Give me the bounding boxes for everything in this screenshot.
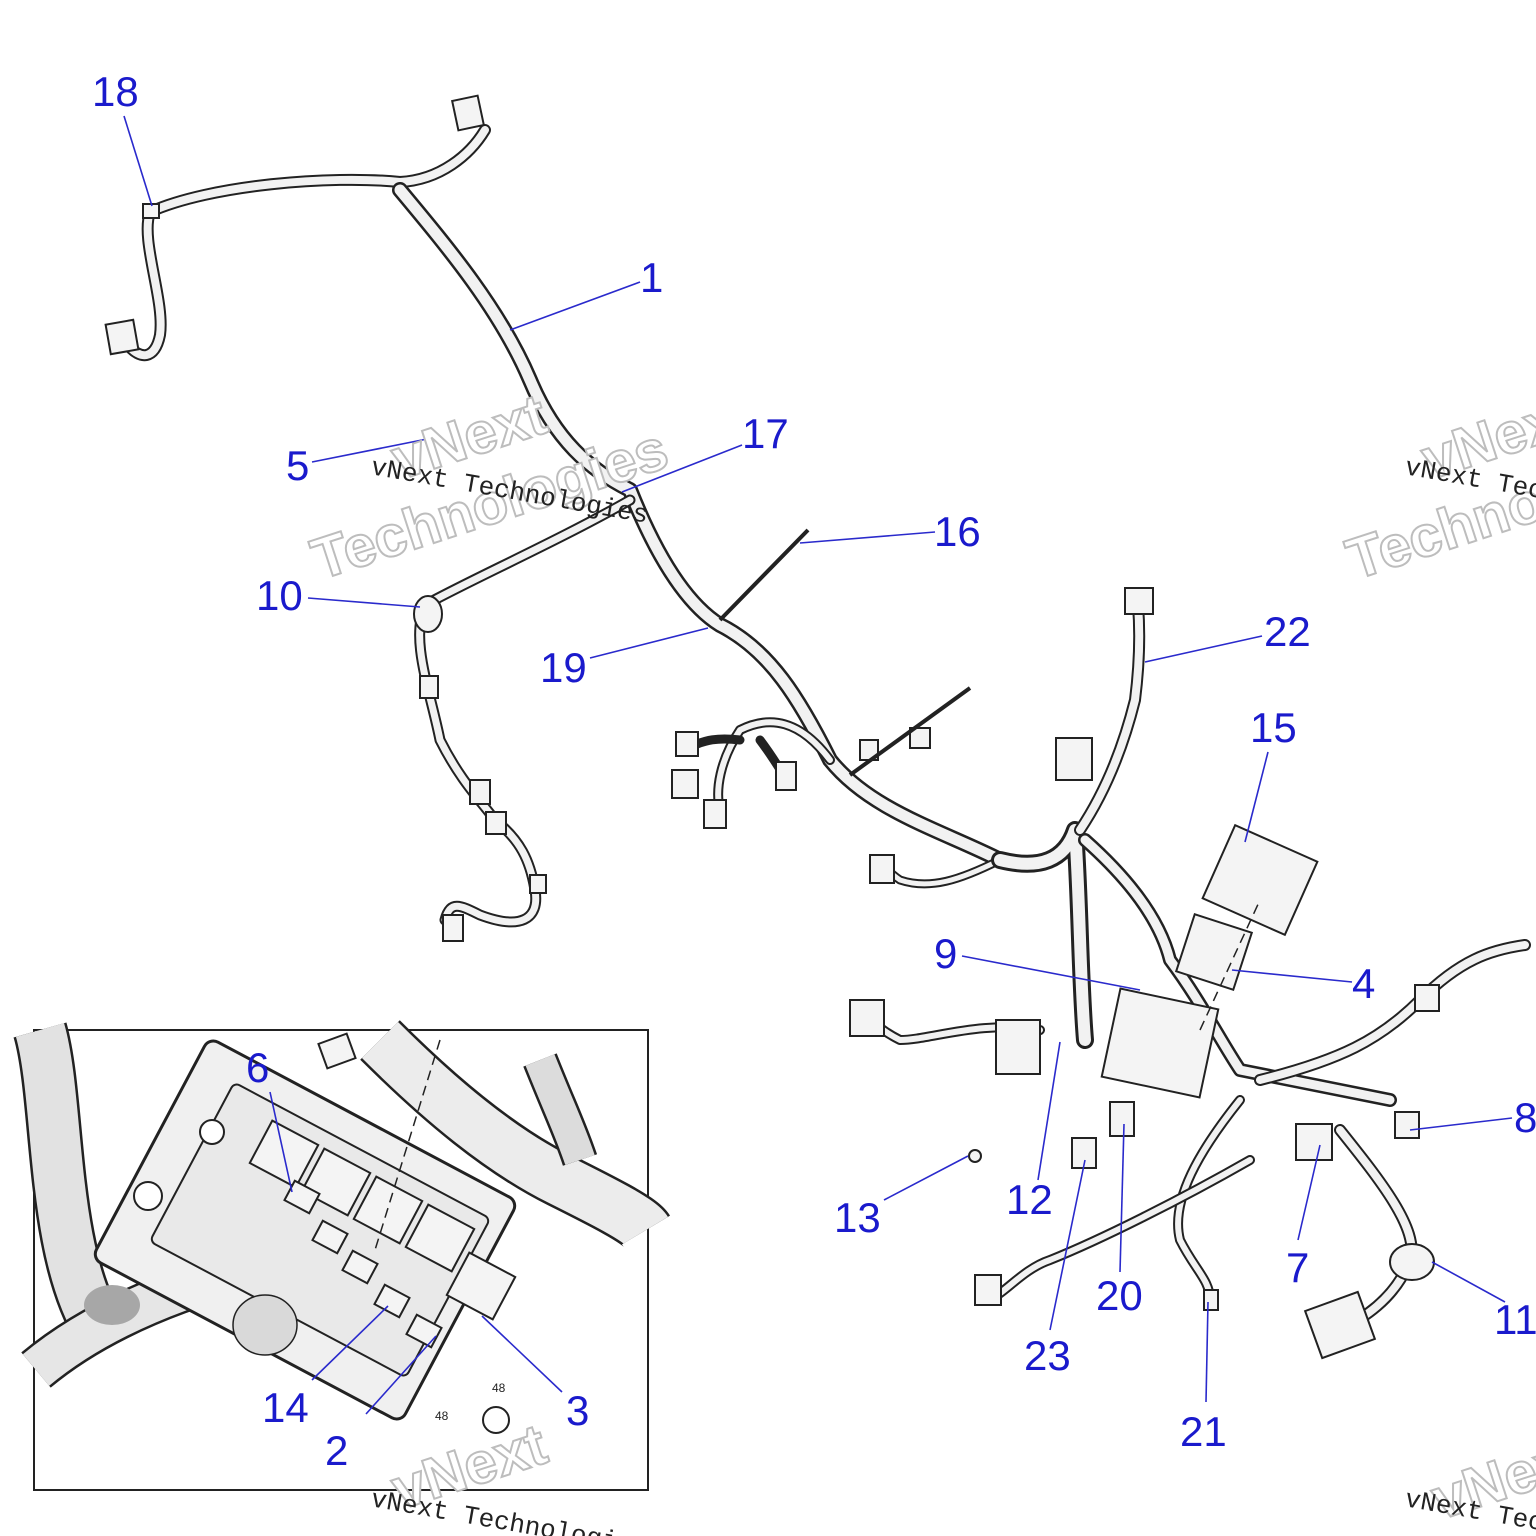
callout-3: 3 [566, 1387, 589, 1434]
callout-14: 14 [262, 1384, 309, 1431]
callout-11: 11 [1494, 1296, 1536, 1343]
callout-6: 6 [246, 1044, 269, 1091]
leader-lines [123, 115, 1513, 1415]
right-main-harness [849, 587, 1531, 1360]
callout-labels: 1 2 3 4 5 6 7 8 9 10 11 12 13 14 15 16 1… [92, 68, 1536, 1474]
callout-7: 7 [1286, 1244, 1309, 1291]
inset-mark-b: 48 [492, 1381, 506, 1395]
callout-9: 9 [934, 930, 957, 977]
watermark-full-3: vNext Technologies [369, 1484, 651, 1536]
middle-cluster [671, 528, 1005, 889]
callout-5: 5 [286, 442, 309, 489]
callout-23: 23 [1024, 1332, 1071, 1379]
callout-16: 16 [934, 508, 981, 555]
callout-15: 15 [1250, 704, 1297, 751]
callout-19: 19 [540, 644, 587, 691]
upper-harness [104, 94, 1008, 868]
callout-10: 10 [256, 572, 303, 619]
left-branch-harness [413, 494, 636, 942]
callout-21: 21 [1180, 1408, 1227, 1455]
callout-18: 18 [92, 68, 139, 115]
callout-22: 22 [1264, 608, 1311, 655]
callout-4: 4 [1352, 960, 1375, 1007]
callout-13: 13 [834, 1194, 881, 1241]
fuse-box-inset: 48 48 [13, 1020, 670, 1491]
callout-1: 1 [640, 254, 663, 301]
inset-mark-a: 48 [435, 1409, 449, 1423]
callout-20: 20 [1096, 1272, 1143, 1319]
callout-12: 12 [1006, 1176, 1053, 1223]
callout-8: 8 [1514, 1094, 1536, 1141]
callout-2: 2 [325, 1427, 348, 1474]
callout-17: 17 [742, 410, 789, 457]
